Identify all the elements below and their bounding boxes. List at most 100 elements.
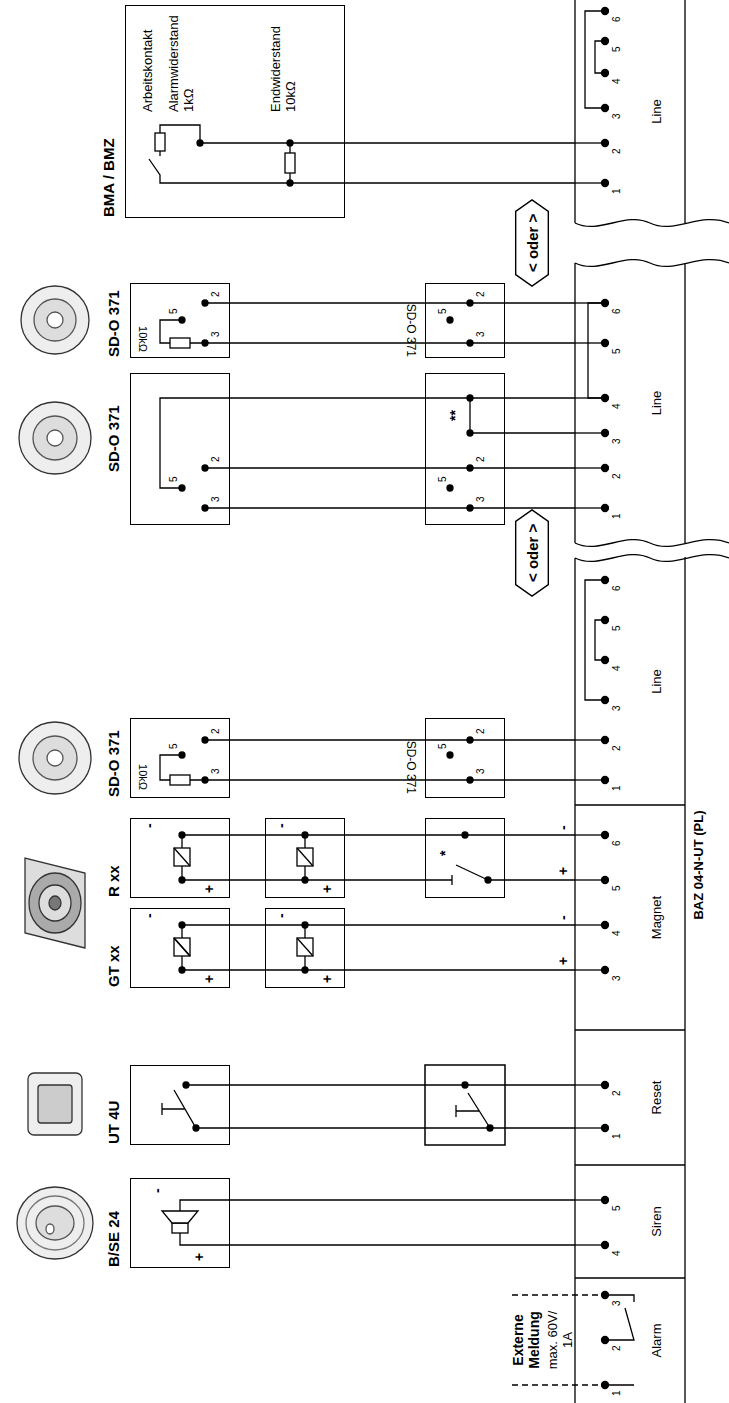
terminal-number: 2 bbox=[611, 148, 623, 154]
terminal-number: 1 bbox=[611, 188, 623, 194]
terminal-section: Line bbox=[575, 558, 685, 805]
detector-picture bbox=[47, 312, 63, 328]
device-name: SD-O 371 bbox=[105, 290, 122, 357]
detector-wiring bbox=[202, 340, 208, 346]
terminal-dot bbox=[575, 432, 605, 433]
door-contact bbox=[485, 877, 491, 883]
magnet-coil bbox=[174, 938, 190, 956]
polarity-sign: - bbox=[141, 913, 157, 918]
magnet-coil bbox=[297, 848, 313, 866]
detector-picture bbox=[34, 299, 76, 341]
terminal-dot bbox=[575, 142, 605, 143]
terminal-number: 5 bbox=[611, 348, 623, 354]
bma-circuit bbox=[197, 140, 203, 146]
push-button-box bbox=[425, 1085, 505, 1128]
wire bbox=[230, 1085, 575, 1128]
device-box: +- bbox=[265, 908, 345, 988]
terminal-number: 4 bbox=[611, 665, 623, 671]
terminal-dot bbox=[575, 1084, 605, 1085]
terminal-dot bbox=[602, 70, 609, 77]
magnet-coil bbox=[174, 925, 230, 970]
wire bbox=[505, 740, 575, 780]
node-label: 10kΩ bbox=[136, 764, 149, 790]
device-box: BMA / BMZArbeitskontaktAlarmwiderstand 1… bbox=[125, 5, 345, 218]
terminal-number: 6 bbox=[611, 308, 623, 314]
pin-number: 3 bbox=[210, 496, 222, 502]
magnet-coil bbox=[179, 922, 185, 928]
bma-circuit bbox=[155, 133, 165, 151]
terminal-strip: Line bbox=[575, 0, 729, 223]
alternative-label: < oder > bbox=[524, 524, 541, 582]
terminal-section: Siren bbox=[575, 1165, 685, 1278]
terminal-strip bbox=[575, 260, 729, 547]
terminal-dot bbox=[575, 342, 605, 343]
detector-wiring bbox=[160, 740, 230, 780]
magnet-coil bbox=[302, 922, 308, 928]
node-label: Alarmwiderstand 1kΩ bbox=[167, 4, 197, 112]
polarity-sign: - bbox=[273, 913, 289, 918]
siren-picture bbox=[36, 1206, 74, 1240]
wire bbox=[230, 925, 265, 970]
terminal-dot bbox=[575, 182, 605, 183]
detector-picture bbox=[19, 286, 91, 794]
terminal-dot bbox=[602, 38, 609, 45]
detector-wiring bbox=[467, 340, 473, 346]
polarity-sign: + bbox=[201, 885, 217, 893]
device-box: **523 bbox=[425, 373, 505, 525]
detector-wiring bbox=[425, 303, 505, 343]
terminal-dot bbox=[575, 467, 605, 468]
polarity-sign: + bbox=[555, 957, 571, 965]
detector-wiring bbox=[202, 737, 208, 743]
wire bbox=[505, 303, 575, 343]
wire bbox=[230, 740, 425, 780]
siren-picture bbox=[17, 1187, 93, 1259]
node-label: Line bbox=[650, 263, 665, 543]
magnet-coil bbox=[297, 938, 313, 956]
terminal-number: 1 bbox=[611, 513, 623, 519]
pin-number: 5 bbox=[437, 476, 449, 482]
magnet-coil bbox=[179, 967, 185, 973]
pin-number: 2 bbox=[210, 456, 222, 462]
detector-wiring bbox=[447, 485, 453, 491]
terminal-dot bbox=[602, 1382, 609, 1389]
terminal-number: 5 bbox=[611, 625, 623, 631]
terminal-number: 3 bbox=[611, 975, 623, 981]
terminal-dot bbox=[575, 397, 605, 398]
terminal-number: 3 bbox=[611, 438, 623, 444]
wire bbox=[505, 398, 575, 508]
device-picture bbox=[17, 286, 93, 1259]
wire bbox=[345, 835, 425, 880]
detector-wiring bbox=[202, 465, 208, 471]
detector-wiring bbox=[179, 317, 185, 323]
terminal-number: 2 bbox=[611, 1345, 623, 1351]
device-name: R xx bbox=[105, 865, 122, 897]
polarity-sign: - bbox=[273, 823, 289, 828]
magnet-coil bbox=[302, 877, 308, 883]
terminal-number: 4 bbox=[611, 1250, 623, 1256]
alternative-hexagon: < oder > bbox=[515, 509, 549, 597]
magnet-coil bbox=[174, 848, 190, 866]
terminal-dot bbox=[575, 779, 605, 780]
polarity-sign: - bbox=[141, 823, 157, 828]
polarity-sign: + bbox=[201, 975, 217, 983]
device-name: GT xx bbox=[105, 945, 122, 987]
magnet-picture bbox=[39, 885, 71, 921]
node-label: SD-O 371 bbox=[403, 304, 417, 357]
pin-number: 3 bbox=[475, 331, 487, 337]
terminal-number: 4 bbox=[611, 403, 623, 409]
device-box: SD-O 37110kΩ523 bbox=[130, 718, 230, 798]
door-contact bbox=[425, 835, 505, 885]
device-name: SD-O 371 bbox=[105, 405, 122, 472]
magnet-coil bbox=[179, 877, 185, 883]
magnet-coil bbox=[297, 938, 313, 956]
siren-symbol bbox=[172, 1223, 188, 1233]
detector-wiring bbox=[202, 505, 208, 511]
pin-number: 3 bbox=[475, 496, 487, 502]
terminal-section: Magnet bbox=[575, 805, 685, 1030]
pin-number: 2 bbox=[210, 291, 222, 297]
door-contact bbox=[462, 832, 468, 838]
magnet-picture bbox=[29, 873, 81, 933]
